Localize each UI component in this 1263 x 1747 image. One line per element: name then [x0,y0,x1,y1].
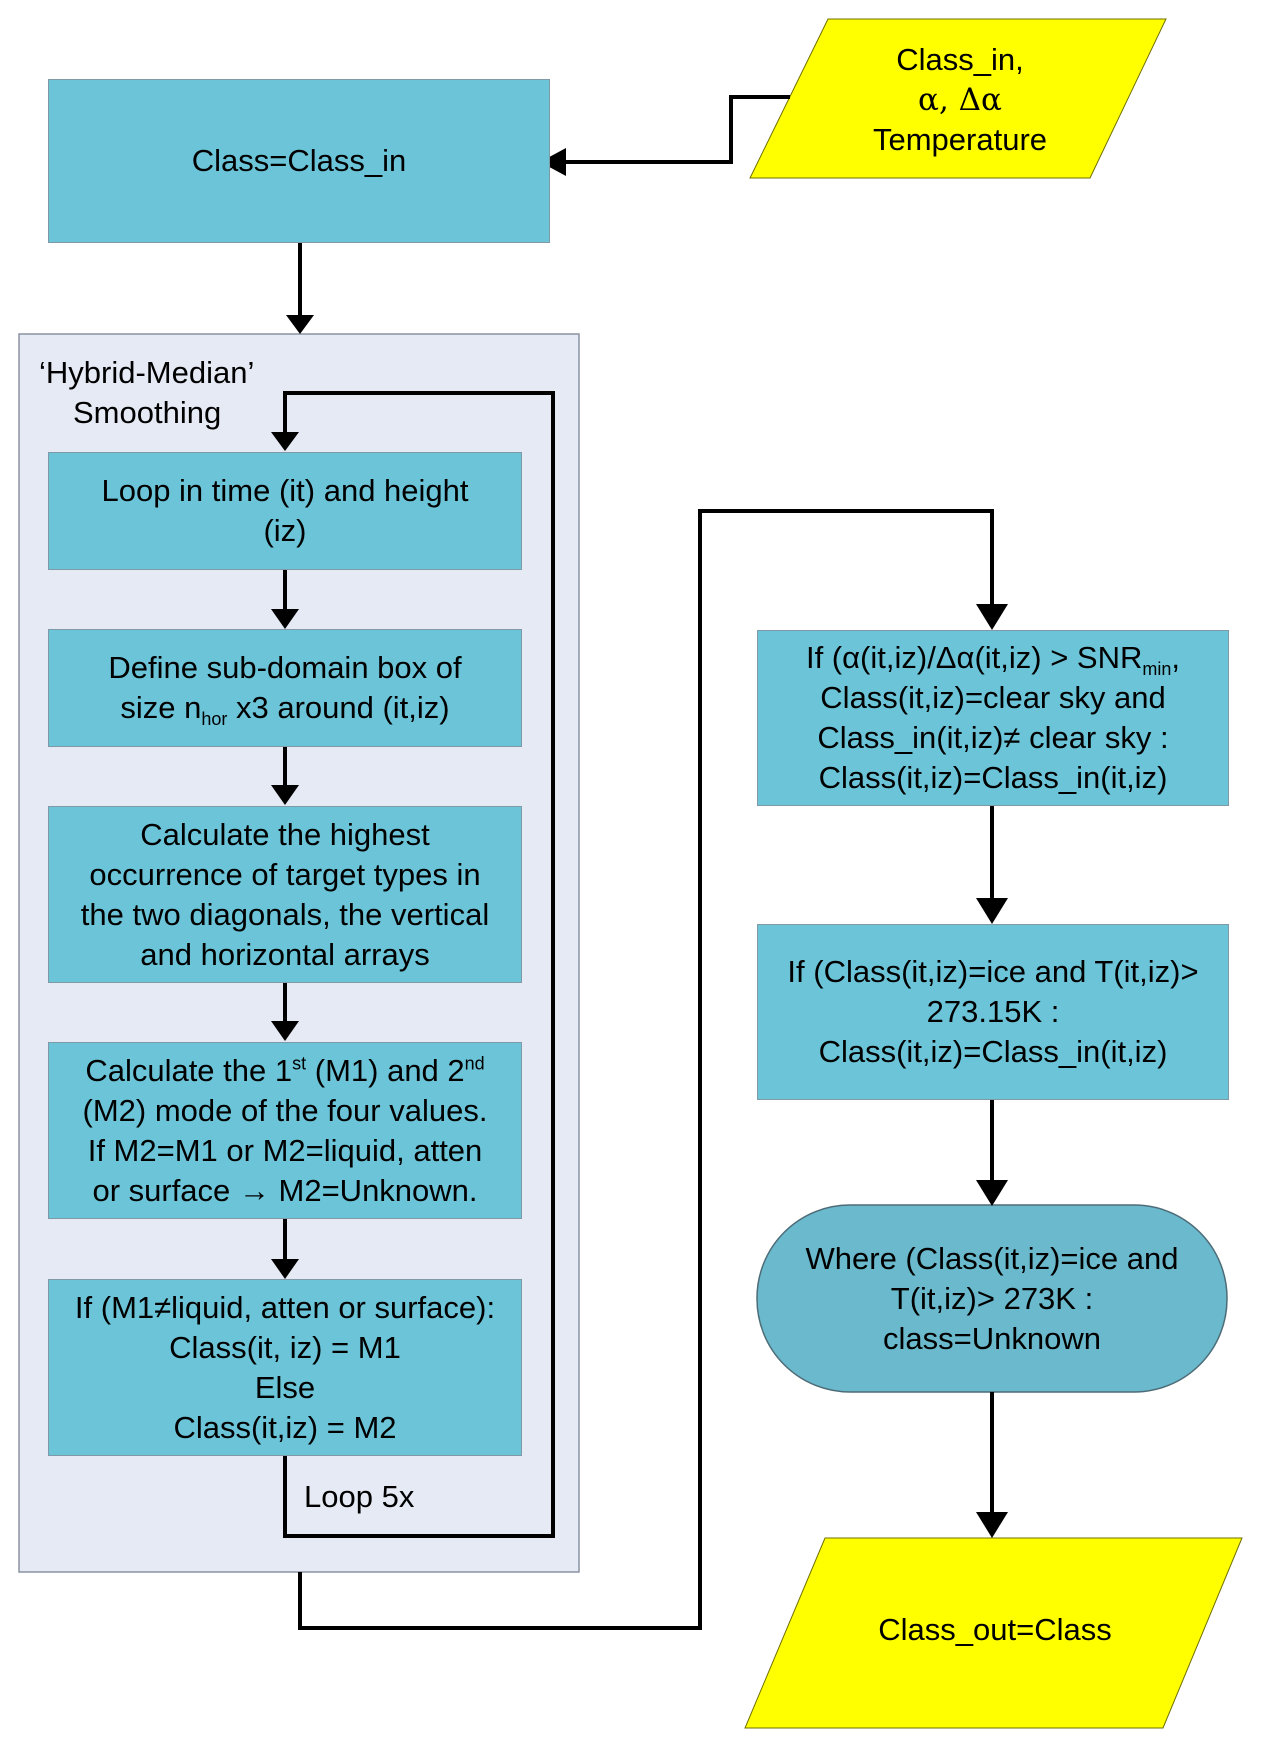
output-parallelogram [744,1537,1243,1729]
arrow-input-to-init [566,95,790,164]
ice-temperature-line-3: Class(it,iz)=Class_in(it,iz) [818,1034,1168,1069]
step-occurrence-line-1: Calculate the highest [140,816,430,852]
output-text: Class_out=Class [820,1590,1170,1670]
ice-temperature-line-2: 273.15K : [926,994,1060,1029]
arrowhead-right2 [976,898,1008,924]
terminal-line-2: T(it,iz)> 273K : [890,1280,1094,1316]
step-occurrence-line-4: and horizontal arrays [140,936,430,972]
step-subdomain-line-2: size nhor x3 around (it,iz) [120,688,449,728]
arrowhead-right1 [976,604,1008,630]
step-loop-box: Loop in time (it) and height (iz) [48,452,522,570]
input-line-3: Temperature [872,122,1048,157]
snr-check-line-1: If (α(it,iz)/Δα(it,iz) > SNRmin, [806,638,1180,678]
arrowhead-init [540,148,566,176]
output-label: Class_out=Class [878,1612,1112,1647]
arrowhead-step5 [271,1259,299,1279]
step-subdomain-box: Define sub-domain box of size nhor x3 ar… [48,629,522,747]
group-title: ‘Hybrid-Median’ Smoothing [39,353,299,433]
snr-check-text-a: If (α(it,iz)/Δα(it,iz) > SNR [805,640,1143,675]
step-mode-sup-1: st [292,1053,307,1074]
arrowhead-output [976,1512,1008,1538]
step-mode-text-a: Calculate the 1 [85,1052,293,1088]
snr-check-sub: min [1142,659,1172,680]
input-line-1: Class_in, [896,42,1024,77]
arrowhead-terminal [976,1180,1008,1206]
step-mode-line-3: If M2=M1 or M2=liquid, atten [87,1132,483,1168]
input-text: Class_in, α, Δα Temperature [820,30,1100,170]
input-parallelogram [749,18,1167,179]
group-title-line-2: Smoothing [73,395,222,430]
step-occurrence-line-2: occurrence of target types in [89,856,481,892]
arrow-group-to-right [298,509,994,1630]
step-subdomain-sub: hor [201,709,228,730]
group-title-line-1: ‘Hybrid-Median’ [39,355,254,390]
arrowhead-step2 [271,609,299,629]
arrowhead-group [286,315,314,334]
snr-check-text-b: , [1171,640,1181,675]
init-box: Class=Class_in [48,79,550,243]
step-subdomain-text-a: size n [120,690,202,725]
step-assign-line-2: Class(it, iz) = M1 [169,1329,401,1365]
step-mode-line-2: (M2) mode of the four values. [82,1092,488,1128]
ice-temperature-line-1: If (Class(it,iz)=ice and T(it,iz)> [787,954,1199,989]
step-mode-sup-2: nd [464,1053,485,1074]
step-mode-box: Calculate the 1st (M1) and 2nd (M2) mode… [48,1042,522,1219]
step-occurrence-line-3: the two diagonals, the vertical [80,896,490,932]
step-loop-line-2: (iz) [263,513,307,548]
step-assign-line-1: If (M1≠liquid, atten or surface): [74,1289,496,1325]
step-mode-text-b: (M1) and 2 [306,1052,465,1088]
step-subdomain-text-b: x3 around (it,iz) [227,690,450,725]
step-subdomain-line-1: Define sub-domain box of [108,650,462,685]
arrowhead-loop [271,432,299,451]
init-label: Class=Class_in [191,143,407,178]
step-occurrence-box: Calculate the highest occurrence of targ… [48,806,522,983]
terminal-line-3: class=Unknown [883,1320,1101,1356]
step-assign-line-3: Else [254,1369,316,1405]
step-assign-line-4: Class(it,iz) = M2 [173,1409,397,1445]
loop-label: Loop 5x [304,1479,415,1514]
ice-temperature-box: If (Class(it,iz)=ice and T(it,iz)> 273.1… [757,924,1229,1100]
step-mode-line-1: Calculate the 1st (M1) and 2nd [85,1051,484,1091]
step-assign-box: If (M1≠liquid, atten or surface): Class(… [48,1279,522,1456]
snr-check-line-3: Class_in(it,iz)≠ clear sky : [817,720,1169,755]
step-loop-line-1: Loop in time (it) and height [101,473,469,508]
terminal-line-1: Where (Class(it,iz)=ice and [805,1240,1179,1276]
arrowhead-step4 [271,1021,299,1041]
input-line-2: α, Δα [918,82,1002,118]
snr-check-box: If (α(it,iz)/Δα(it,iz) > SNRmin, Class(i… [757,630,1229,806]
snr-check-line-4: Class(it,iz)=Class_in(it,iz) [818,760,1168,795]
loop-back-line [283,391,555,1538]
snr-check-line-2: Class(it,iz)=clear sky and [820,680,1166,715]
arrowhead-step3 [271,785,299,805]
terminal-text: Where (Class(it,iz)=ice and T(it,iz)> 27… [770,1210,1214,1387]
step-mode-line-4: or surface → M2=Unknown. [92,1172,478,1208]
